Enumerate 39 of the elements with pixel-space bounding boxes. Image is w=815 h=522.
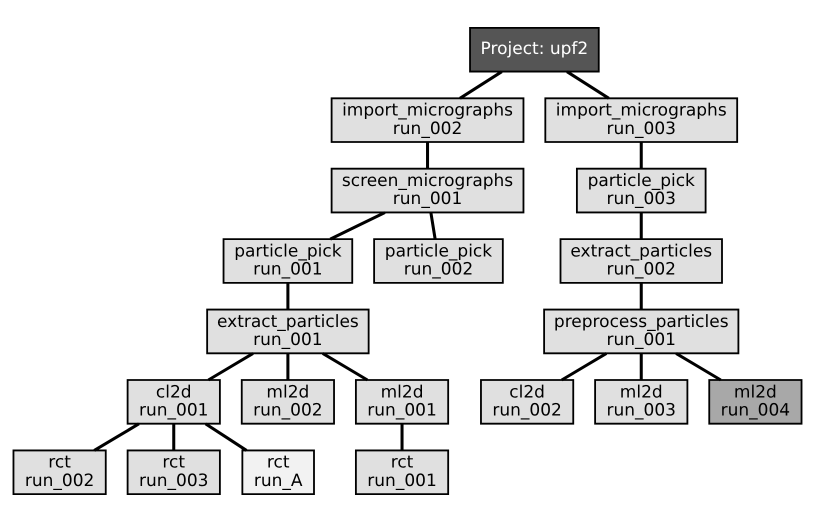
- connector: [204, 422, 248, 452]
- connector: [330, 211, 386, 240]
- connector: [640, 142, 643, 169]
- node-box: ml2d run_002: [240, 379, 335, 425]
- node-box: particle_pick run_002: [373, 238, 504, 284]
- connector: [560, 352, 608, 382]
- node-box: rct run_003: [126, 450, 221, 496]
- node-box: extract_particles run_002: [560, 238, 723, 284]
- connector: [286, 283, 290, 310]
- connector: [426, 142, 430, 169]
- node-box: rct run_001: [354, 450, 450, 496]
- connector: [400, 424, 404, 450]
- connector: [172, 424, 176, 450]
- connector: [208, 352, 254, 382]
- node-box: particle_pick run_001: [222, 238, 354, 284]
- connector: [566, 70, 610, 100]
- node-box: rct run_002: [12, 450, 107, 496]
- connector: [93, 422, 140, 452]
- connector: [459, 70, 503, 100]
- node-box: ml2d run_001: [354, 379, 450, 425]
- connector: [640, 353, 643, 380]
- node-box: particle_pick run_003: [576, 168, 707, 214]
- node-box: ml2d run_004: [708, 379, 802, 425]
- node-box: extract_particles run_001: [206, 308, 370, 354]
- connector: [640, 283, 643, 310]
- connector: [286, 353, 290, 380]
- connector: [675, 352, 722, 382]
- connector: [322, 352, 368, 382]
- node-box: rct run_A: [241, 450, 315, 496]
- node-box: preprocess_particles run_001: [543, 308, 740, 354]
- node-box: cl2d run_001: [126, 379, 221, 425]
- node-box: cl2d run_002: [480, 379, 574, 425]
- connector: [640, 212, 643, 240]
- connector: [429, 212, 437, 240]
- node-box: import_micrographs run_002: [330, 97, 524, 143]
- node-box: import_micrographs run_003: [544, 97, 738, 143]
- node-box: ml2d run_003: [594, 379, 688, 425]
- node-box: screen_micrographs run_001: [330, 168, 524, 214]
- node-box: Project: upf2: [469, 26, 600, 72]
